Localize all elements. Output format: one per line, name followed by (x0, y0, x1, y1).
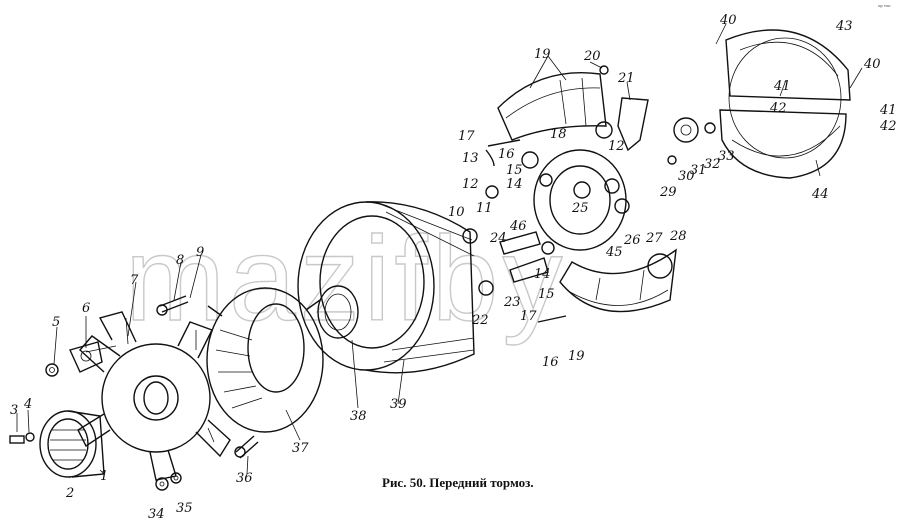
part-label-44: 44 (811, 187, 829, 202)
part-label-13: 13 (462, 151, 479, 166)
part-label-8: 8 (176, 253, 184, 268)
part-label-37: 37 (292, 441, 309, 456)
part-label-17b: 17 (520, 309, 537, 324)
bolt-part (9, 432, 35, 444)
part-label-16a: 16 (498, 147, 515, 162)
part-label-30: 30 (678, 169, 695, 184)
part-label-27: 27 (645, 231, 663, 246)
part-label-43: 43 (835, 19, 853, 34)
dust-shield-part (719, 29, 851, 179)
part-label-1: 1 (100, 469, 108, 484)
part-label-5: 5 (52, 315, 60, 330)
hub-cap-part (39, 410, 105, 478)
part-label-24: 24 (489, 231, 507, 246)
part-label-19a: 19 (534, 47, 551, 62)
part-label-33: 33 (718, 149, 735, 164)
stud-part (156, 295, 189, 316)
part-label-19b: 19 (568, 349, 585, 364)
part-label-39: 39 (390, 397, 407, 412)
part-label-9: 9 (196, 245, 204, 260)
part-label-14b: 14 (534, 267, 551, 282)
part-label-2: 2 (65, 486, 74, 501)
corner-mark: ᵃᵍᶦ ᵐᵃᵒ (878, 4, 891, 10)
part-label-45: 45 (605, 245, 623, 260)
part-label-40b: 40 (863, 57, 881, 72)
part-label-29: 29 (659, 185, 677, 200)
part-label-34: 34 (148, 507, 165, 522)
small-nuts-part (155, 472, 182, 491)
bolt-36-part (234, 435, 259, 459)
part-label-16b: 16 (542, 355, 559, 370)
part-label-21: 21 (617, 71, 635, 86)
part-label-35: 35 (176, 501, 193, 516)
lug-part (69, 341, 103, 373)
part-label-41b: 41 (879, 103, 897, 118)
part-label-25: 25 (571, 201, 589, 216)
part-label-32: 32 (704, 157, 721, 172)
part-label-15b: 15 (538, 287, 555, 302)
nut-part (45, 363, 59, 377)
part-label-7: 7 (130, 273, 139, 288)
part-label-42a: 42 (769, 101, 787, 116)
part-label-6: 6 (82, 301, 90, 316)
lower-shoe-part (559, 248, 677, 313)
part-label-40a: 40 (719, 13, 737, 28)
leader-lines (16, 23, 863, 478)
figure-caption: Рис. 50. Передний тормоз. (382, 475, 534, 490)
part-label-38: 38 (350, 409, 367, 424)
small-parts (462, 65, 609, 323)
part-label-28: 28 (669, 229, 687, 244)
part-label-31: 31 (690, 163, 707, 178)
part-label-20: 20 (583, 49, 601, 64)
part-label-17a: 17 (458, 129, 475, 144)
part-label-36: 36 (236, 471, 253, 486)
part-label-14a: 14 (506, 177, 523, 192)
part-label-46: 46 (509, 219, 527, 234)
cone-shield-part (206, 287, 324, 433)
brake-drum-part (297, 201, 475, 374)
part-label-10: 10 (448, 205, 465, 220)
part-label-4: 4 (23, 397, 32, 412)
part-label-41a: 41 (773, 79, 791, 94)
part-label-11: 11 (476, 201, 493, 216)
part-labels: 1 2 3 4 5 6 7 8 9 10 11 12 12 13 14 14 1… (10, 13, 897, 522)
part-label-15a: 15 (506, 163, 523, 178)
part-label-22: 22 (471, 313, 489, 328)
backing-plate-part (533, 149, 630, 251)
part-label-42b: 42 (879, 119, 897, 134)
part-label-3: 3 (10, 403, 18, 418)
part-label-12a: 12 (462, 177, 479, 192)
part-label-23: 23 (503, 295, 521, 310)
upper-shoe-part (497, 72, 613, 141)
part-label-18: 18 (550, 127, 567, 142)
part-label-26: 26 (623, 233, 641, 248)
part-label-12b: 12 (608, 139, 625, 154)
adjuster-part (617, 97, 716, 165)
